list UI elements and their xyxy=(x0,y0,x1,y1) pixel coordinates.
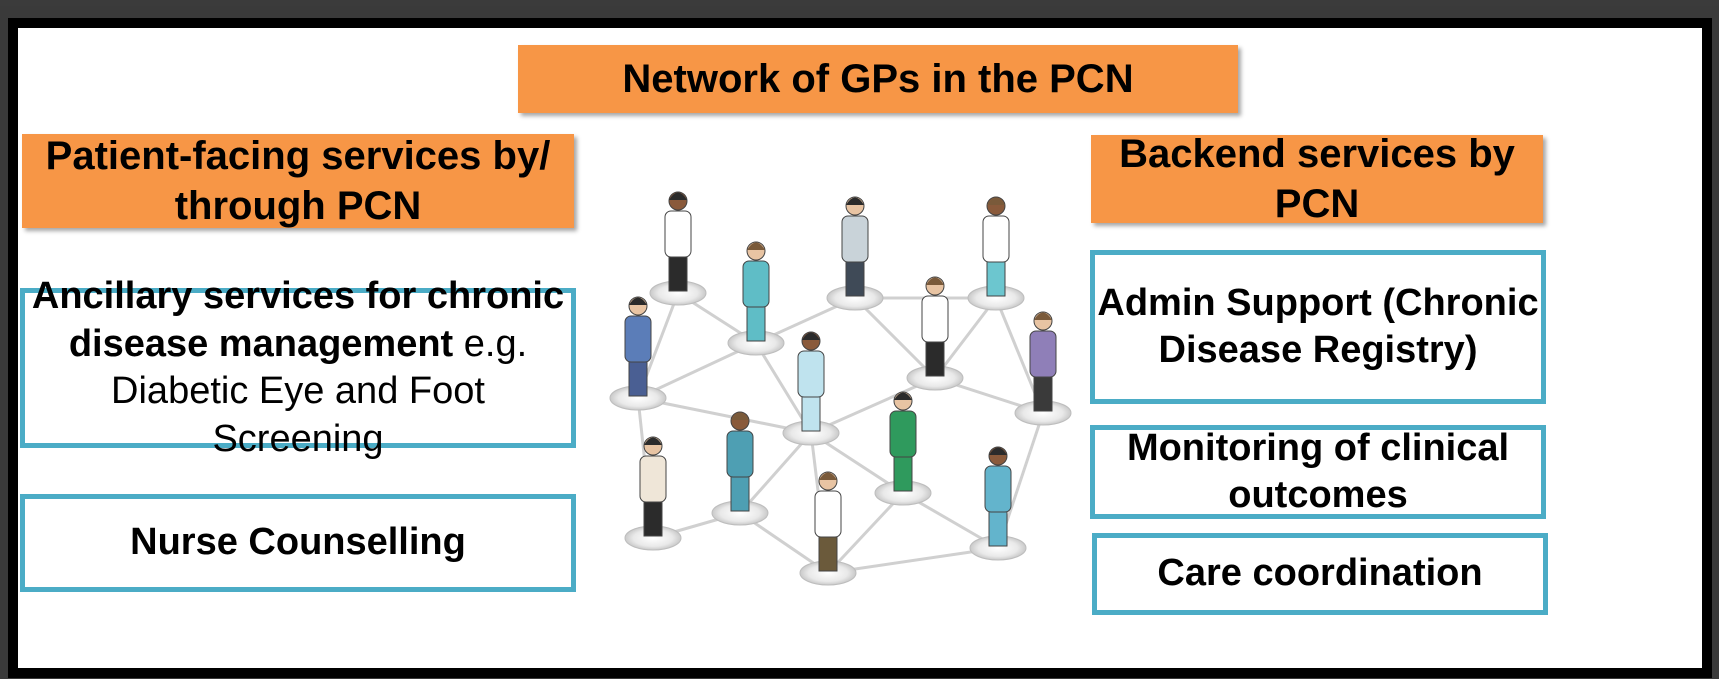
admin-support-box: Admin Support (Chronic Disease Registry) xyxy=(1090,250,1546,404)
network-person xyxy=(649,191,707,306)
ancillary-line3: Diabetic Eye and Foot Screening xyxy=(111,370,485,460)
admin-support-line2: Disease Registry) xyxy=(1158,329,1478,371)
patient-facing-header-line2: through PCN xyxy=(174,184,422,228)
diagram-canvas: Network of GPs in the PCN Patient-facing… xyxy=(8,18,1712,678)
backend-header: Backend services by PCN xyxy=(1091,132,1543,226)
network-person xyxy=(874,391,932,506)
nurse-counselling-box: Nurse Counselling xyxy=(20,494,576,592)
nurse-counselling-label: Nurse Counselling xyxy=(130,521,466,564)
monitoring-box: Monitoring of clinical outcomes xyxy=(1090,425,1546,519)
network-person xyxy=(1014,311,1072,426)
admin-support-line1: Admin Support (Chronic xyxy=(1097,281,1539,324)
network-person xyxy=(609,296,667,411)
network-person xyxy=(826,196,884,311)
backend-header-line2: PCN xyxy=(1274,182,1360,226)
monitoring-line1: Monitoring of clinical xyxy=(1126,426,1510,469)
network-person xyxy=(969,446,1027,561)
ancillary-services-box: Ancillary services for chronic disease m… xyxy=(20,275,576,460)
care-coordination-box: Care coordination xyxy=(1092,533,1548,615)
ancillary-line2: disease management e.g. xyxy=(69,321,527,369)
network-header-label: Network of GPs in the PCN xyxy=(622,57,1134,101)
ancillary-line1: Ancillary services for chronic xyxy=(31,275,565,317)
patient-facing-header-line1: Patient-facing services by/ xyxy=(45,134,551,178)
patient-facing-header: Patient-facing services by/ through PCN xyxy=(22,134,574,228)
people-network-icon xyxy=(609,191,1072,586)
monitoring-line2: outcomes xyxy=(1228,474,1408,516)
network-person xyxy=(967,196,1025,311)
network-person xyxy=(624,436,682,551)
ancillary-line2-normal: e.g. xyxy=(453,322,528,365)
ancillary-line2-bold: disease management xyxy=(68,322,454,365)
network-person xyxy=(782,331,840,446)
network-person xyxy=(727,241,785,356)
network-person xyxy=(799,471,857,586)
network-header: Network of GPs in the PCN xyxy=(518,45,1238,113)
care-coordination-label: Care coordination xyxy=(1157,552,1483,595)
backend-header-line1: Backend services by xyxy=(1119,132,1515,176)
network-people xyxy=(609,191,1072,586)
network-person xyxy=(711,411,769,526)
network-person xyxy=(906,276,964,391)
